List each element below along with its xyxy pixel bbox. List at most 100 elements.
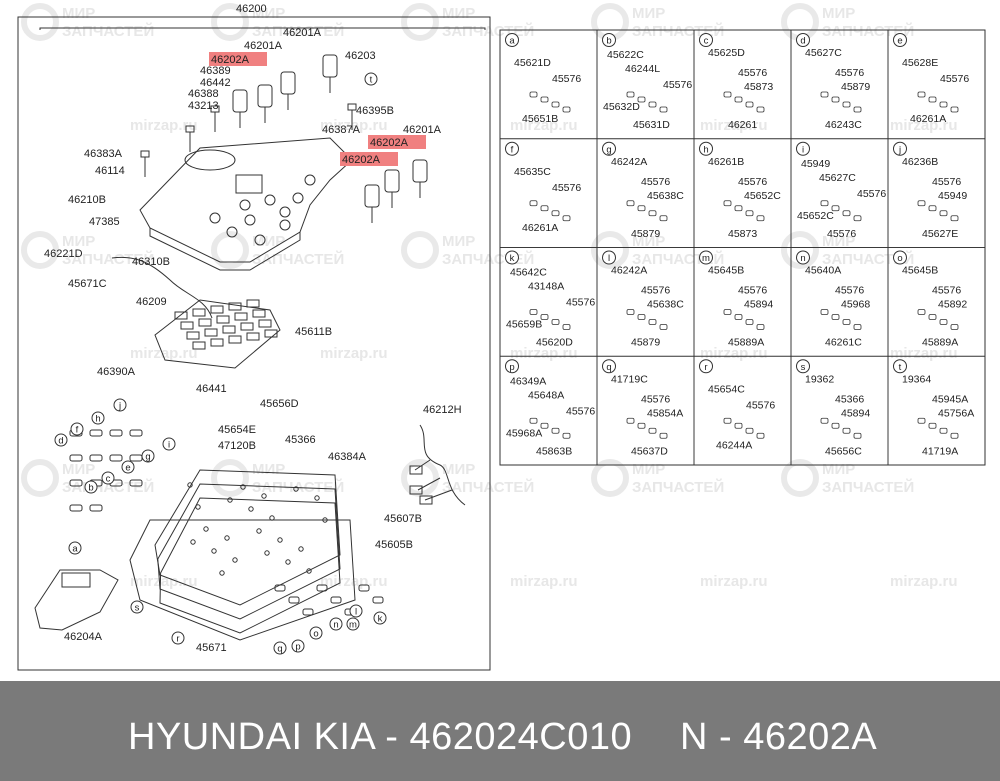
part-sketch (745, 210, 754, 217)
cell-letter: c (704, 36, 709, 47)
callout-label: 46389 (200, 65, 231, 77)
part-number: 45889A (728, 337, 764, 349)
part-sketch (928, 205, 937, 212)
spool-valve (330, 596, 342, 604)
callout-label: 46388 (188, 88, 219, 100)
callout-label: 46202A (211, 54, 250, 66)
cell-border (887, 355, 986, 466)
cell-letter: g (606, 144, 611, 155)
passage-hole (203, 526, 209, 532)
wire-harness-46212H (414, 424, 466, 506)
cell-letter-badge (602, 250, 616, 265)
part-sketch (853, 432, 862, 439)
part-sketch (842, 210, 851, 217)
cell-letter: l (608, 253, 610, 264)
assembly-bracket (39, 27, 486, 30)
separator-plate (159, 497, 341, 634)
watermark-site: mirzap.ru (700, 573, 768, 590)
part-number: 45621D (514, 57, 551, 69)
part-number: 45968A (506, 427, 542, 439)
part-sketch (928, 422, 937, 429)
callout-label: 46201A (403, 124, 442, 136)
callout-label: 45671C (68, 278, 107, 290)
marker-r: r (171, 631, 185, 645)
marker-letter: p (295, 642, 300, 653)
callout-46209: 46209 (136, 296, 167, 308)
marker-letter: d (58, 436, 63, 447)
cell-letter-badge (505, 141, 519, 156)
marker-e: e (121, 460, 135, 474)
part-number: 45756A (938, 407, 974, 419)
connector (419, 495, 433, 505)
marker-letter: s (135, 603, 140, 614)
marker-g: g (141, 449, 155, 463)
filter-cell (246, 332, 260, 341)
filter-cell (240, 322, 254, 331)
watermark-line2: ЗАПЧАСТЕЙ (62, 478, 154, 496)
callout-46221d: 46221D (44, 248, 83, 260)
part-sketch (734, 314, 743, 320)
filter-cell (210, 338, 224, 347)
marker-letter: l (355, 607, 357, 618)
part-sketch (820, 417, 829, 424)
part-number: 43148A (528, 281, 564, 293)
marker-letter: q (277, 644, 282, 655)
part-sketch (831, 422, 840, 429)
part-sketch (734, 205, 743, 212)
watermark-line2: ЗАПЧАСТЕЙ (252, 478, 344, 496)
diagram-artwork (34, 27, 486, 641)
spool-valve (129, 479, 143, 487)
valve-bore (244, 214, 256, 226)
cell-letter-badge (602, 141, 616, 156)
part-sketch (734, 96, 743, 103)
callout-label: 45605B (375, 539, 413, 551)
solenoid-valve (322, 54, 338, 93)
spool-valve (372, 596, 384, 604)
callout-label: 46201A (244, 40, 283, 52)
callout-43213: 43213 (188, 100, 219, 112)
part-sketch (637, 96, 646, 103)
callout-label: 46203 (345, 50, 376, 62)
callout-layer: 46201A 46202A 46201A 46203 46389464424638843… (44, 3, 462, 654)
part-sketch (659, 324, 668, 330)
part-sketch (756, 324, 765, 330)
watermark-line1: МИР (62, 5, 95, 22)
callout-label: 46201A (283, 27, 322, 39)
part-number: 45576 (641, 285, 670, 297)
marker-f: f (70, 422, 84, 436)
part-number: 45625D (708, 47, 745, 59)
passage-hole (322, 517, 328, 523)
cell-letter-badge (505, 359, 519, 374)
passage-hole (187, 482, 193, 488)
separator-plate (154, 469, 341, 606)
callout-label: 46442 (200, 77, 231, 89)
spool-valve (129, 454, 143, 462)
watermark-line2: ЗАПЧАСТЕЙ (822, 478, 914, 496)
part-number: 41719A (922, 445, 958, 457)
valve-bore (279, 206, 291, 218)
part-sketch (626, 309, 635, 315)
part-sketch (626, 417, 635, 424)
cell-letter: e (897, 36, 902, 47)
callout-label: 46210B (68, 194, 106, 206)
marker-b: b (84, 480, 98, 494)
watermark-line2: ЗАПЧАСТЕЙ (442, 22, 534, 40)
watermark-line1: МИР (62, 233, 95, 250)
passage-hole (277, 537, 283, 543)
marker-letter: b (88, 483, 93, 494)
part-sketch (540, 422, 549, 429)
part-sketch (917, 417, 926, 424)
part-number: 45949 (938, 190, 967, 202)
watermark-site: mirzap.ru (320, 345, 388, 362)
part-number: 45968 (841, 299, 870, 311)
watermark-line2: ЗАПЧАСТЕЙ (442, 250, 534, 268)
marker-letter: m (349, 620, 357, 631)
valve-body-upper (139, 137, 353, 263)
cell-letter-badge (699, 359, 713, 374)
callout-label: 46209 (136, 296, 167, 308)
